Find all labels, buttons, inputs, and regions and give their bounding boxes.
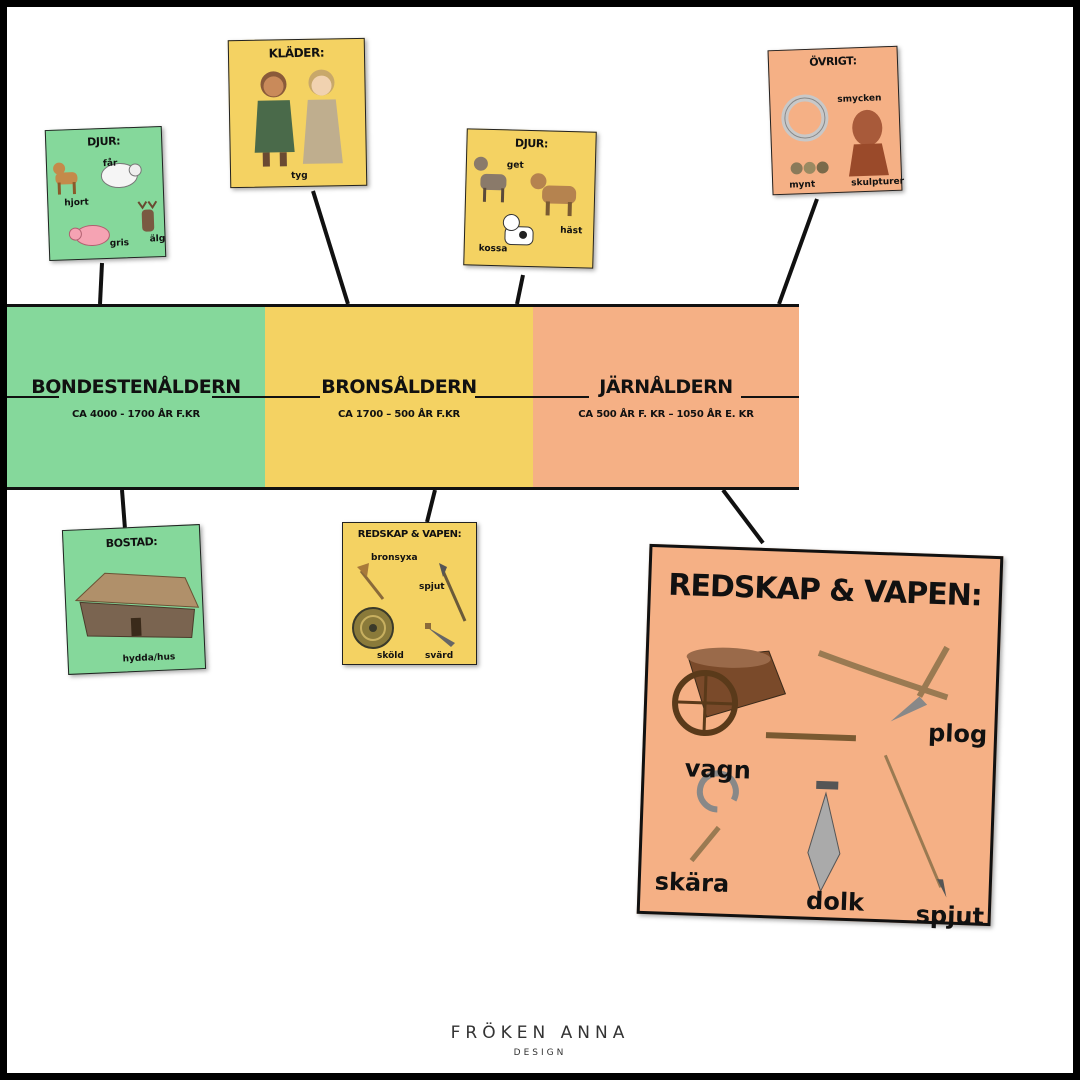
label-tyg: tyg (291, 170, 308, 182)
hut-icon (74, 572, 200, 639)
artifact-illustrations (781, 94, 889, 177)
label-skulpturer: skulpturer (851, 176, 905, 189)
horse-icon (530, 173, 577, 217)
animal-illustrations (53, 162, 158, 246)
cow-icon (502, 214, 534, 246)
connector-redskap-iron (721, 488, 765, 545)
deer-icon (53, 162, 78, 195)
connector-redskap-bronze (425, 489, 437, 523)
connector-djur-bronze (515, 274, 525, 305)
pig-icon (68, 224, 110, 246)
boy-figure-icon (254, 71, 295, 167)
label-dolk: dolk (805, 886, 865, 917)
period-title: JÄRNÅLDERN (599, 376, 733, 398)
brand-logo-text: FRÖKEN ANNA (450, 1023, 630, 1043)
label-alg: älg (149, 233, 166, 245)
sickle-icon (689, 770, 739, 863)
label-plog: plog (927, 718, 988, 749)
card-djur-stone: DJUR: får hjort (44, 125, 167, 262)
spear-icon (439, 563, 467, 622)
label-hjort: hjort (64, 197, 89, 209)
brand-logo-subtext: DESIGN (513, 1048, 567, 1058)
label-bronsyxa: bronsyxa (371, 553, 418, 563)
moose-icon (137, 200, 158, 232)
period-title: BONDESTENÅLDERN (31, 376, 241, 398)
card-redskap-bronze: REDSKAP & VAPEN: bronsyxa spjut sköld (342, 522, 477, 665)
plow-icon (817, 645, 950, 722)
connector-klader (311, 190, 350, 305)
poster-frame: BONDESTENÅLDERN CA 4000 - 1700 ÅR F.KR B… (7, 7, 1073, 1073)
connector-ovrigt (777, 198, 819, 305)
period-dash (212, 396, 265, 398)
label-far: får (102, 158, 118, 170)
period-dash (265, 396, 320, 398)
period-dash (741, 396, 799, 398)
card-redskap-iron: REDSKAP & VAPEN: (636, 543, 1004, 931)
period-stone-age: BONDESTENÅLDERN CA 4000 - 1700 ÅR F.KR (7, 304, 265, 490)
period-date: CA 4000 - 1700 ÅR F.KR (72, 409, 200, 420)
tool-illustrations (352, 563, 467, 649)
sculpture-icon (848, 109, 889, 177)
label-skold: sköld (377, 651, 404, 661)
label-vagn: vagn (684, 754, 752, 785)
card-klader: KLÄDER: tyg (227, 37, 368, 189)
goat-icon (473, 156, 507, 203)
card-title: REDSKAP & VAPEN: (357, 529, 462, 540)
sheep-icon (100, 162, 142, 189)
ring-jewelry-icon (781, 94, 829, 142)
label-skara: skära (654, 867, 730, 898)
card-bostad: BOSTAD: hydda/hus (61, 524, 207, 675)
period-title: BRONSÅLDERN (321, 376, 477, 398)
period-iron-age: JÄRNÅLDERN CA 500 ÅR F. KR – 1050 ÅR E. … (533, 304, 799, 490)
spear-icon (883, 754, 947, 898)
dagger-icon (807, 780, 841, 893)
animal-illustrations (473, 156, 577, 246)
period-bronze-age: BRONSÅLDERN CA 1700 – 500 ÅR F.KR (265, 304, 533, 490)
period-dash (533, 396, 589, 398)
card-ovrigt: ÖVRIGT: smycken mynt skulpturer (767, 45, 905, 196)
bronze-axe-icon (357, 563, 385, 600)
clothing-illustration (254, 69, 343, 167)
coins-icon (790, 161, 829, 175)
label-svard: svärd (425, 651, 454, 661)
timeline-poster: BONDESTENÅLDERN CA 4000 - 1700 ÅR F.KR B… (7, 7, 1073, 1073)
period-dash (475, 396, 533, 398)
house-illustration (74, 572, 200, 639)
card-djur-bronze: DJUR: get häst kossa (463, 128, 597, 269)
cart-icon (672, 647, 857, 742)
sword-icon (425, 623, 455, 647)
period-dash (7, 396, 59, 398)
period-date: CA 1700 – 500 ÅR F.KR (337, 409, 461, 420)
label-smycken: smycken (837, 93, 882, 105)
girl-figure-icon (302, 69, 343, 164)
connector-bostad (120, 489, 127, 530)
label-spjut: spjut (915, 900, 985, 931)
label-mynt: mynt (789, 179, 816, 191)
shield-icon (352, 607, 394, 649)
connector-djur-stone (98, 262, 104, 305)
label-kossa: kossa (478, 243, 508, 255)
label-gris: gris (109, 238, 130, 249)
label-hast: häst (560, 225, 583, 237)
period-date: CA 500 ÅR F. KR – 1050 ÅR E. KR (578, 409, 754, 420)
label-spjut: spjut (419, 582, 445, 592)
label-get: get (506, 160, 524, 171)
connector-lines (98, 190, 819, 545)
tool-illustrations (672, 645, 950, 898)
